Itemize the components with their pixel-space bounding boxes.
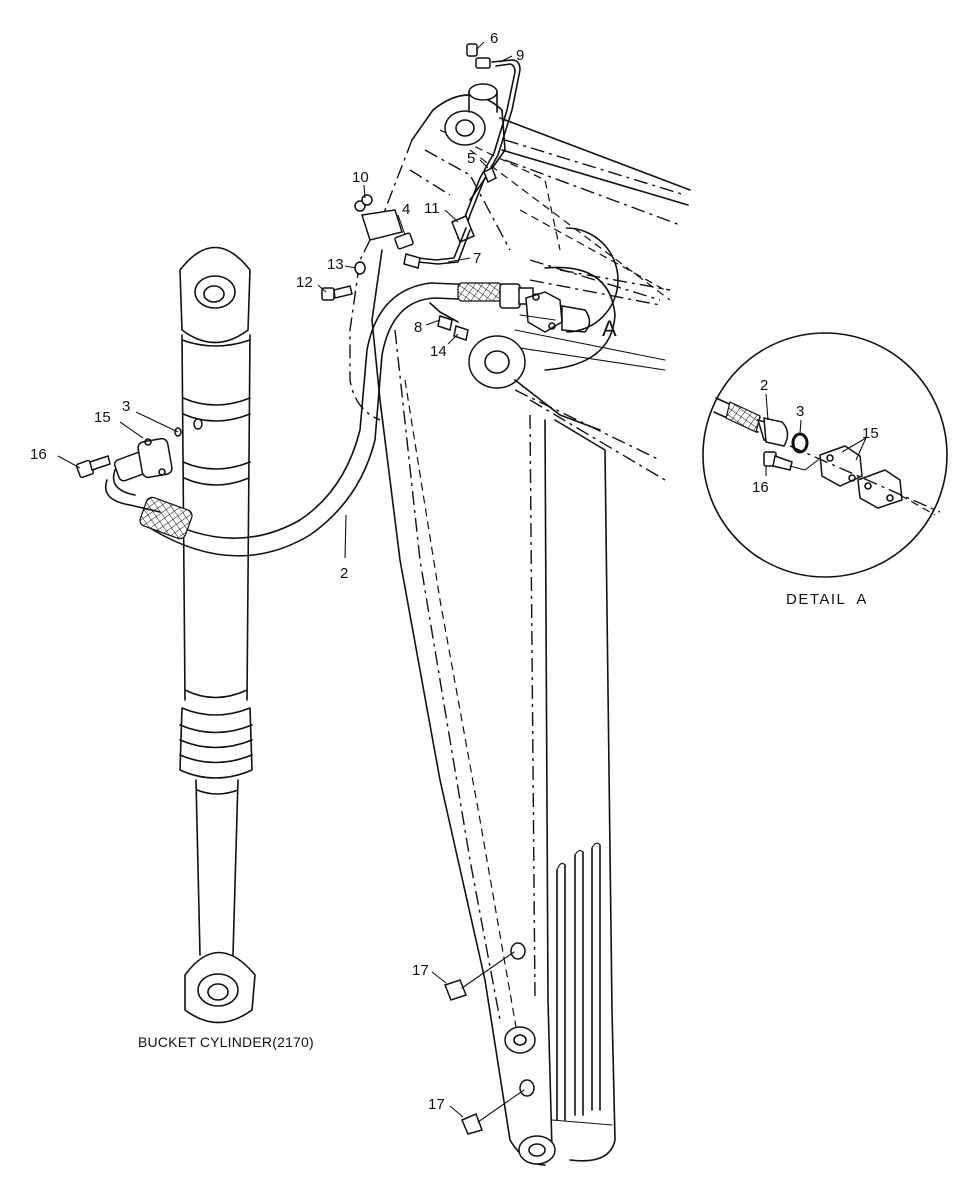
callout-11: 11 (424, 200, 440, 217)
callout-2: 2 (340, 565, 348, 582)
detail-callout-3: 3 (796, 403, 804, 420)
detail-a: 2 3 15 16 DETAIL A (702, 332, 948, 608)
callout-3: 3 (122, 398, 130, 415)
callout-a: A (602, 316, 617, 341)
arm-structure (349, 83, 691, 1166)
callout-12: 12 (296, 274, 313, 291)
washer-13 (354, 261, 366, 275)
split-flange-15 (137, 437, 173, 479)
callout-16: 16 (30, 446, 47, 463)
fitting-4 (394, 232, 414, 250)
callout-15: 15 (94, 409, 111, 426)
arm-boss-lower-1 (504, 1026, 536, 1054)
callout-17-upper: 17 (412, 962, 429, 979)
arm-pin-boss-mid (468, 335, 526, 389)
detail-callout-16: 16 (752, 479, 769, 496)
bucket-cylinder (179, 246, 256, 1024)
block-10 (361, 209, 403, 241)
callout-6: 6 (490, 30, 498, 47)
callout-13: 13 (327, 256, 344, 273)
hose-2 (139, 282, 534, 557)
detail-a-marker (544, 266, 616, 371)
fitting-6 (466, 43, 478, 57)
callout-10: 10 (352, 169, 369, 186)
callout-4: 4 (402, 201, 410, 218)
callout-17-lower: 17 (428, 1096, 445, 1113)
grease-nipple-17a (444, 951, 515, 1001)
bolt-16 (75, 455, 111, 479)
fitting-14 (453, 325, 469, 341)
fitting-8 (437, 315, 453, 331)
callout-5: 5 (467, 150, 475, 167)
grease-nipple-17b (461, 1089, 525, 1135)
callout-8: 8 (414, 319, 422, 336)
detail-a-circle (702, 332, 948, 578)
bucket-cylinder-caption: BUCKET CYLINDER(2170) (138, 1034, 314, 1050)
pilot-piping (321, 43, 521, 341)
callout-9: 9 (516, 47, 524, 64)
arm-pin-boss-upper (444, 110, 486, 146)
bolt-12 (333, 285, 353, 299)
cylinder-port-fittings (75, 418, 203, 513)
detail-o-ring-3 (791, 432, 809, 454)
detail-callout-15: 15 (862, 425, 879, 442)
detail-callout-2: 2 (760, 377, 768, 394)
leader-lines (57, 41, 513, 1118)
detail-split-flange-15 (819, 445, 863, 487)
arm-boss-lower-2 (518, 1135, 556, 1165)
callouts: 6 9 5 10 4 11 7 13 12 8 14 A 3 15 16 2 1… (30, 30, 617, 1113)
detail-a-title: DETAIL A (786, 591, 868, 608)
callout-14: 14 (430, 343, 447, 360)
callout-7: 7 (473, 250, 481, 267)
fitting-5 (483, 166, 497, 184)
